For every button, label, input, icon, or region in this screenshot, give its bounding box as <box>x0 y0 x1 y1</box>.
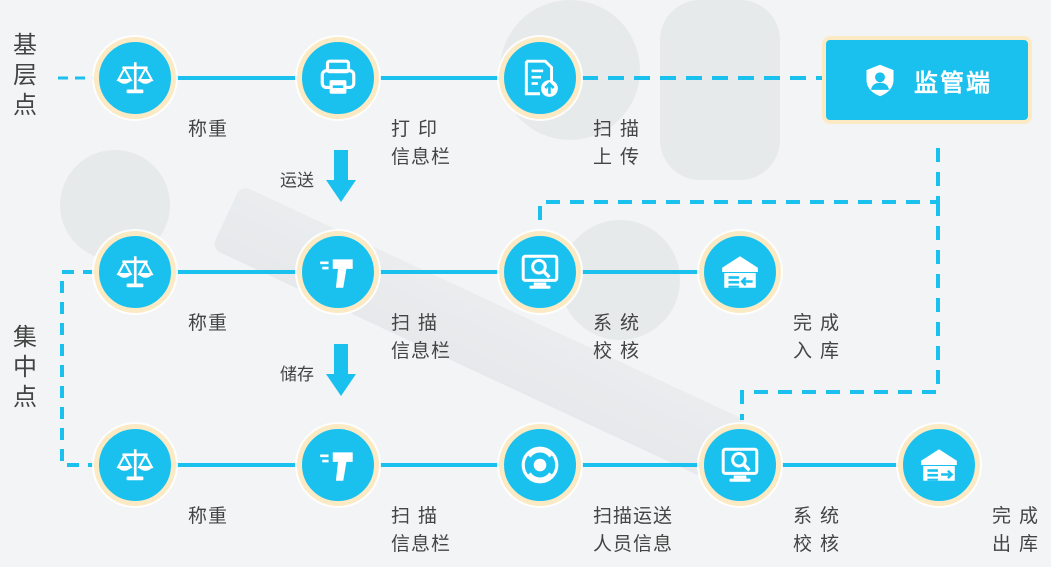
barcode-scanner-icon <box>317 251 359 293</box>
node-label-line: 打 印 <box>391 118 439 140</box>
node-label-line: 称重 <box>188 505 229 527</box>
scan-person-icon <box>519 444 561 486</box>
row3-node-3-label: 扫描运送人员信息 <box>593 502 673 558</box>
node-label-line: 称重 <box>188 312 229 334</box>
row3-node-5-label: 完 成出 库 <box>992 502 1039 558</box>
barcode-scanner-icon <box>317 444 359 486</box>
document-upload-icon <box>519 57 561 99</box>
down-arrow-icon <box>326 344 356 396</box>
node-label-line: 扫 描 <box>593 118 641 140</box>
node-label-line: 信息栏 <box>391 146 452 168</box>
scale-icon <box>114 444 156 486</box>
row1-node-2-label: 打 印信息栏 <box>391 115 451 171</box>
row1-node-3[interactable] <box>499 37 581 119</box>
monitor-search-icon <box>719 444 761 486</box>
warehouse-in-icon <box>719 251 761 293</box>
node-label-line: 入 库 <box>793 340 841 362</box>
monitor-search-icon <box>519 251 561 293</box>
node-label-line: 扫 描 <box>391 505 439 527</box>
row2-node-4[interactable] <box>699 231 781 313</box>
row1-node-1-label: 称重 <box>188 115 228 143</box>
row3-node-4[interactable] <box>699 424 781 506</box>
row3-node-1-label: 称重 <box>188 502 228 530</box>
scale-icon <box>114 57 156 99</box>
node-label-line: 校 核 <box>793 533 841 555</box>
row2-node-3[interactable] <box>499 231 581 313</box>
row-label-central-text: 集中点 <box>13 323 37 411</box>
node-label-line: 信息栏 <box>391 340 452 362</box>
row-label-grassroots-text: 基层点 <box>13 31 37 119</box>
row2-node-2-label: 扫 描信息栏 <box>391 309 451 365</box>
row3-node-3[interactable] <box>499 424 581 506</box>
node-label-line: 扫 描 <box>391 312 439 334</box>
row3-node-1[interactable] <box>94 424 176 506</box>
supervisor-label: 监管端 <box>914 68 992 97</box>
row1-node-1[interactable] <box>94 37 176 119</box>
node-label-line: 称重 <box>188 118 229 140</box>
row2-node-1[interactable] <box>94 231 176 313</box>
row2-node-1-label: 称重 <box>188 309 228 337</box>
node-label-line: 系 统 <box>593 312 641 334</box>
node-label-line: 上 传 <box>593 146 641 168</box>
row2-node-2[interactable] <box>297 231 379 313</box>
down-arrow-icon <box>326 150 356 202</box>
row2-node-3-label: 系 统校 核 <box>593 309 640 365</box>
row3-node-4-label: 系 统校 核 <box>793 502 840 558</box>
supervisor-box[interactable]: 监管端 <box>822 36 1032 124</box>
node-label-line: 扫描运送 <box>593 505 674 527</box>
arrow-label-storage: 储存 <box>280 365 314 385</box>
row3-node-2-label: 扫 描信息栏 <box>391 502 451 558</box>
row2-node-4-label: 完 成入 库 <box>793 309 840 365</box>
node-label-line: 出 库 <box>992 533 1040 555</box>
node-label-line: 完 成 <box>992 505 1040 527</box>
user-shield-icon <box>866 64 894 97</box>
node-label-line: 系 统 <box>793 505 841 527</box>
row3-node-2[interactable] <box>297 424 379 506</box>
printer-icon <box>317 57 359 99</box>
row-label-grassroots: 基层点 <box>10 30 40 120</box>
row1-node-3-label: 扫 描上 传 <box>593 115 640 171</box>
row3-node-5[interactable] <box>898 424 980 506</box>
node-label-line: 完 成 <box>793 312 841 334</box>
node-label-line: 信息栏 <box>391 533 452 555</box>
node-label-line: 校 核 <box>593 340 641 362</box>
background-vial <box>660 0 780 180</box>
node-label-line: 人员信息 <box>593 533 674 555</box>
arrow-label-transport: 运送 <box>280 171 314 191</box>
scale-icon <box>114 251 156 293</box>
row1-node-2[interactable] <box>297 37 379 119</box>
row-label-central: 集中点 <box>10 322 40 412</box>
warehouse-out-icon <box>918 444 960 486</box>
